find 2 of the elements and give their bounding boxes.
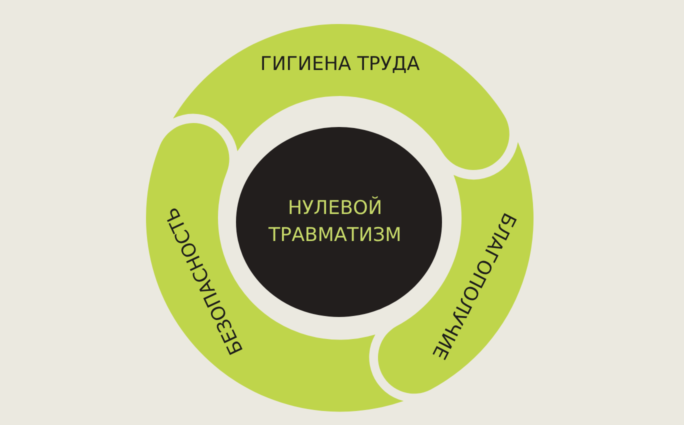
center-label: НУЛЕВОЙ ТРАВМАТИЗМ bbox=[268, 195, 402, 248]
segment-label: ГИГИЕНА ТРУДА bbox=[260, 52, 420, 75]
